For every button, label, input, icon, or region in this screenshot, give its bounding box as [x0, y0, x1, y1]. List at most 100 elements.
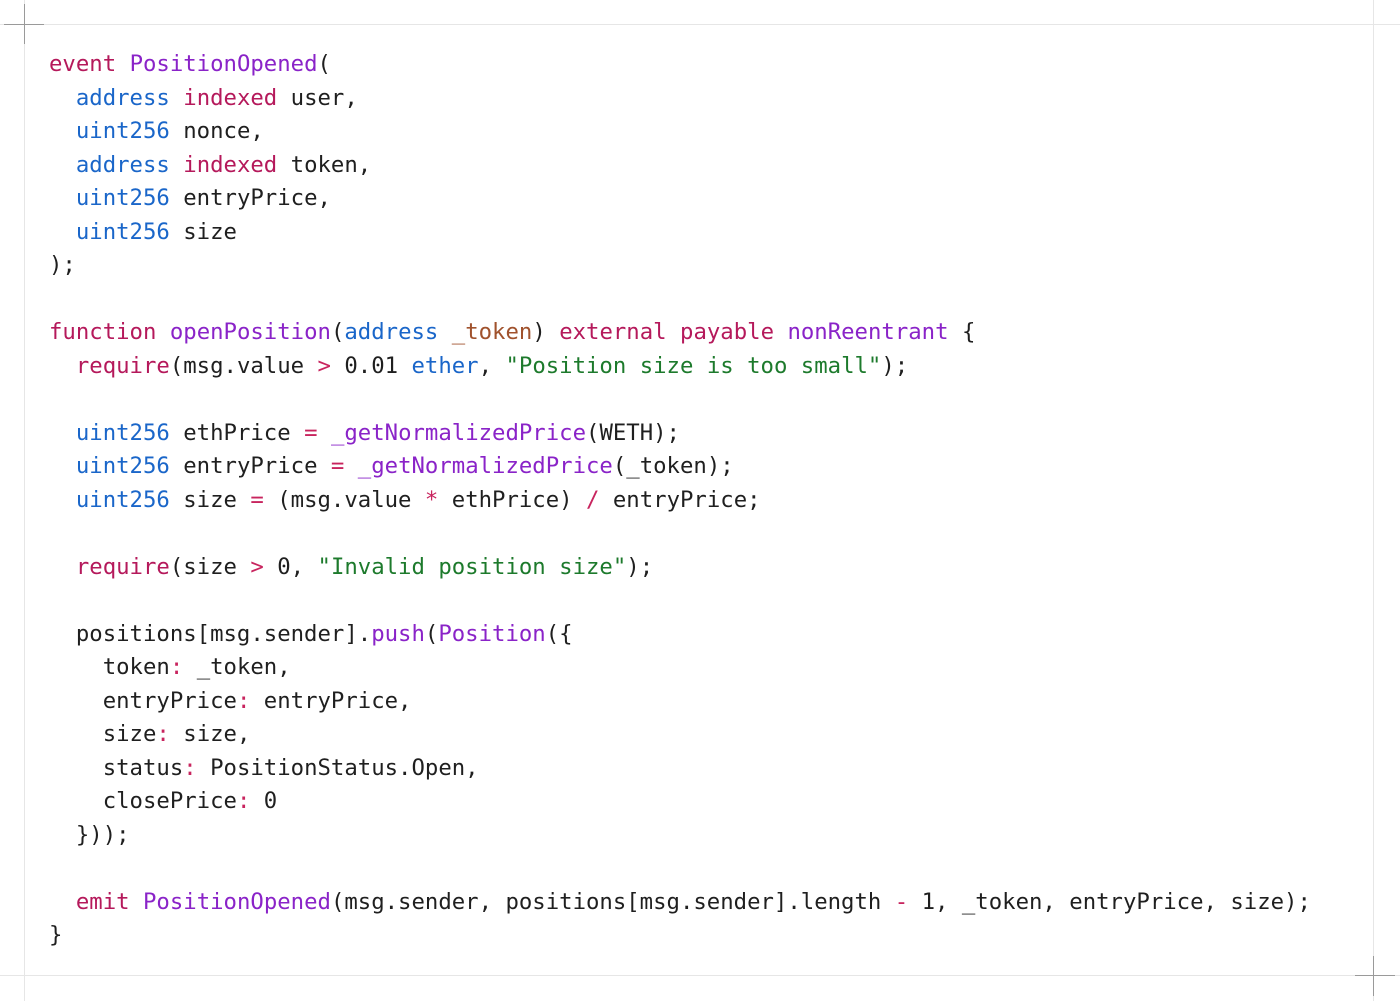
code-token-keyword: emit [75, 888, 130, 915]
code-token-string: "Position size is too small" [505, 352, 882, 379]
code-token-keyword: indexed [183, 151, 278, 178]
code-token-plain: (_token); [612, 453, 734, 479]
code-line: })); [49, 819, 1311, 853]
code-block: event PositionOpened( address indexed us… [49, 48, 1311, 953]
code-line: uint256 nonce, [49, 115, 1311, 149]
code-token-keyword: function [49, 319, 157, 345]
code-token-type: address [75, 151, 170, 178]
code-token-plain: { [948, 319, 976, 345]
code-token-plain: token, [277, 151, 372, 178]
code-token-plain: ); [881, 352, 909, 379]
code-token-plain: ( [317, 51, 331, 77]
code-token-plain: entryPrice; [599, 486, 761, 513]
page-border-top [0, 24, 1400, 25]
crop-mark-top-left [24, 4, 25, 44]
code-token-type: uint256 [75, 218, 170, 245]
code-token-operator: : [183, 754, 197, 781]
code-token-param: _token [451, 319, 533, 345]
page-border-left [24, 0, 25, 1001]
code-token-operator: = [250, 486, 264, 513]
code-token-plain: ({ [545, 620, 573, 647]
code-token-plain: ); [626, 553, 654, 580]
code-token-keyword: indexed [183, 84, 278, 111]
code-token-plain: ( [330, 319, 345, 345]
code-token-plain [49, 118, 76, 144]
code-token-operator: : [236, 788, 251, 814]
code-token-operator: * [424, 486, 439, 513]
code-token-plain [116, 51, 129, 77]
code-token-plain [318, 420, 331, 446]
code-line: size: size, [49, 718, 1311, 752]
code-token-operator: / [586, 486, 600, 513]
code-token-plain: (msg.sender, positions[msg.sender].lengt… [330, 888, 895, 915]
code-line [49, 852, 1311, 886]
code-token-type: ether [411, 352, 479, 379]
code-token-operator: - [894, 888, 909, 915]
code-token-plain: PositionStatus.Open, [196, 754, 479, 781]
code-token-function: push [371, 620, 425, 647]
code-token-operator: : [169, 654, 184, 680]
code-line: } [49, 919, 1311, 953]
code-token-plain: 0 [250, 788, 278, 814]
code-token-plain: token [49, 654, 170, 680]
code-token-type: uint256 [75, 419, 170, 446]
code-token-plain: , [478, 352, 506, 379]
code-token-function: _getNormalizedPrice [357, 453, 613, 479]
code-token-plain: closePrice [49, 788, 237, 814]
code-token-plain: positions[msg.sender]. [49, 620, 372, 647]
code-token-plain [49, 185, 76, 211]
code-token-plain [667, 319, 680, 345]
code-token-operator: > [317, 352, 331, 379]
code-token-operator: = [330, 453, 345, 479]
code-line: status: PositionStatus.Open, [49, 752, 1311, 786]
code-token-plain [438, 319, 451, 345]
code-line [49, 283, 1311, 317]
code-token-plain: _token, [183, 654, 291, 680]
code-token-plain: ( [424, 620, 439, 647]
code-token-plain: entryPrice [49, 687, 237, 714]
code-line: require(msg.value > 0.01 ether, "Positio… [49, 350, 1311, 384]
code-token-plain: ); [49, 252, 76, 278]
page-border-bottom [0, 975, 1400, 976]
code-line: address indexed user, [49, 82, 1311, 116]
code-token-keyword: require [75, 352, 170, 379]
code-line: uint256 size = (msg.value * ethPrice) / … [49, 484, 1311, 518]
code-token-plain [130, 889, 143, 915]
code-token-operator: = [304, 419, 318, 446]
code-token-plain: entryPrice [169, 453, 331, 479]
code-token-plain: 1, _token, entryPrice, size); [908, 888, 1311, 915]
code-token-function: Position [438, 620, 546, 647]
code-line: uint256 size [49, 216, 1311, 250]
code-token-plain [170, 85, 183, 111]
code-token-plain: size, [169, 721, 251, 747]
code-token-operator: > [250, 553, 264, 580]
code-token-plain: ethPrice [169, 419, 305, 446]
code-line [49, 584, 1311, 618]
code-token-plain: ) [532, 319, 560, 345]
code-token-plain: size [49, 721, 157, 747]
code-token-plain: 0, [263, 553, 318, 580]
code-token-string: "Invalid position size" [317, 553, 627, 580]
code-line: event PositionOpened( [49, 48, 1311, 82]
code-token-plain: entryPrice, [169, 185, 331, 211]
code-token-plain: (msg.value [263, 486, 425, 513]
code-line: require(size > 0, "Invalid position size… [49, 551, 1311, 585]
code-token-plain: size [169, 218, 237, 245]
code-token-plain [49, 85, 76, 111]
code-line: uint256 entryPrice, [49, 182, 1311, 216]
code-token-plain [49, 219, 76, 245]
code-token-plain [49, 420, 76, 446]
code-line: address indexed token, [49, 149, 1311, 183]
code-line: uint256 entryPrice = _getNormalizedPrice… [49, 450, 1311, 484]
code-token-keyword: payable [680, 319, 774, 345]
code-line: function openPosition(address _token) ex… [49, 316, 1311, 350]
code-token-type: address [344, 319, 439, 345]
code-token-plain [49, 554, 76, 580]
code-token-type: uint256 [75, 185, 170, 211]
code-token-keyword: event [49, 51, 117, 77]
code-token-plain: ethPrice) [438, 486, 587, 513]
code-token-plain [344, 453, 357, 479]
code-token-operator: : [236, 687, 251, 714]
code-token-operator: : [156, 721, 170, 747]
code-token-plain: user, [277, 84, 358, 111]
